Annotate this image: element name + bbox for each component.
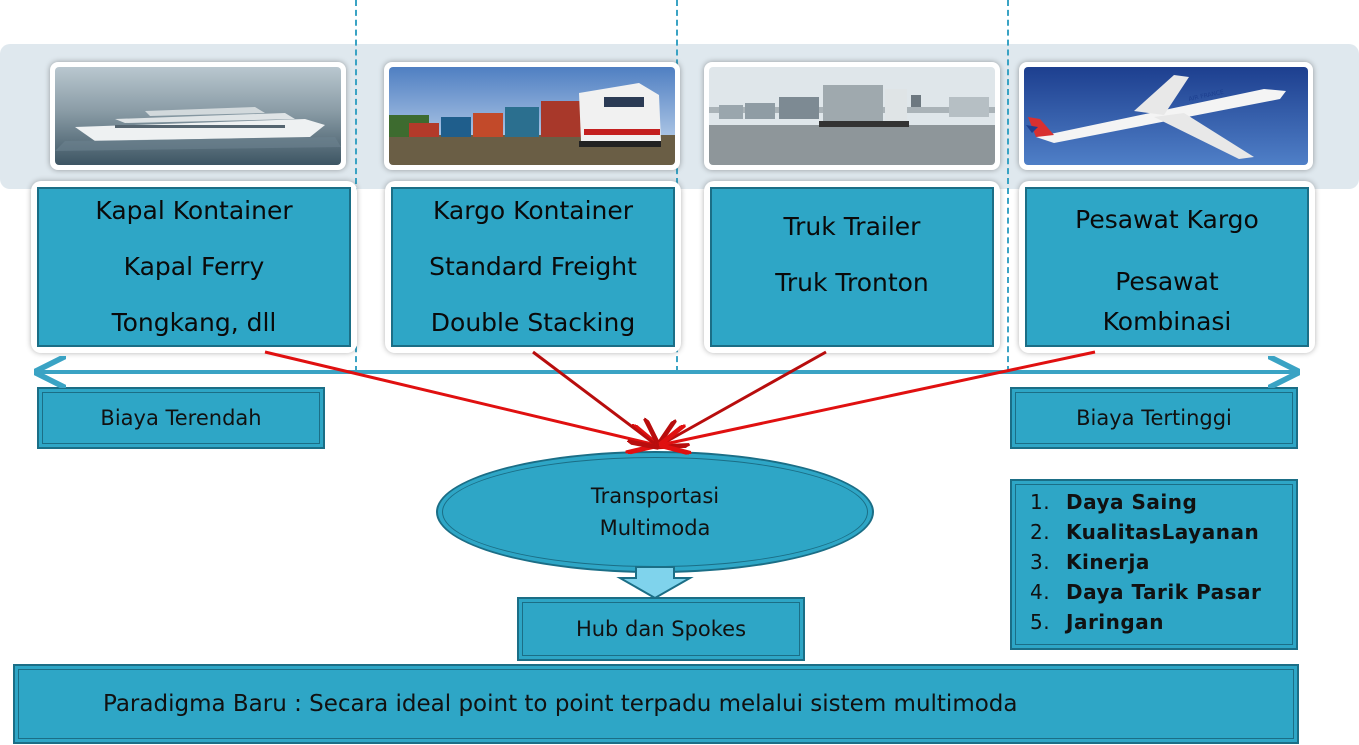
- plane-photo: AIR FRANCE: [1019, 62, 1313, 170]
- ship-photo: [50, 62, 346, 170]
- benefit-number: 5.: [1030, 610, 1051, 634]
- mode-sea-line-3: Tongkang, dll: [111, 308, 277, 337]
- mode-card-road-body: Truk Trailer Truk Tronton: [710, 187, 994, 347]
- hub-spokes-label: Hub dan Spokes: [575, 617, 747, 641]
- highest-cost-label: Biaya Tertinggi: [1076, 406, 1232, 430]
- benefit-text: Daya Saing: [1066, 490, 1198, 514]
- mode-air-line-1: Pesawat Kargo: [1075, 205, 1259, 234]
- benefit-number: 2.: [1030, 520, 1051, 544]
- mode-card-rail: Kargo Kontainer Standard Freight Double …: [385, 181, 681, 353]
- benefit-item: 1. Daya Saing: [1030, 487, 1296, 517]
- divider-3: [1007, 0, 1009, 372]
- rail-to-multimodal-arrow: [532, 350, 655, 444]
- mode-sea-line-1: Kapal Kontainer: [95, 196, 293, 225]
- mode-card-air: Pesawat Kargo Pesawat Kombinasi: [1019, 181, 1315, 353]
- truck-photo: [704, 62, 1000, 170]
- mode-rail-line-3: Double Stacking: [430, 308, 636, 337]
- mode-air-line-2: Pesawat: [1115, 267, 1219, 296]
- multimodal-line-2: Multimoda: [599, 516, 711, 540]
- train-photo: [384, 62, 680, 170]
- benefit-number: 3.: [1030, 550, 1051, 574]
- cargo-ship-photo: [55, 67, 341, 165]
- benefit-item: 4. Daya Tarik Pasar: [1030, 577, 1296, 607]
- benefits-list-box: 1. Daya Saing 2. KualitasLayanan 3. Kinerja…: [1010, 479, 1298, 650]
- mode-road-line-1: Truk Trailer: [783, 212, 921, 241]
- benefit-text: Kinerja: [1066, 550, 1150, 574]
- container-trucks-photo: [709, 67, 995, 165]
- mode-card-road: Truk Trailer Truk Tronton: [704, 181, 1000, 353]
- mode-card-sea: Kapal Kontainer Kapal Ferry Tongkang, dl…: [31, 181, 357, 353]
- mode-rail-line-2: Standard Freight: [429, 252, 637, 281]
- lowest-cost-box: Biaya Terendah: [37, 387, 325, 449]
- freight-train-photo: [389, 67, 675, 165]
- mode-card-rail-body: Kargo Kontainer Standard Freight Double …: [391, 187, 675, 347]
- sea-to-multimodal-arrow: [264, 350, 652, 444]
- multimodal-line-1: Transportasi: [590, 484, 720, 508]
- benefit-item: 2. KualitasLayanan: [1030, 517, 1296, 547]
- mode-air-line-3: Kombinasi: [1102, 307, 1232, 336]
- benefits-list: 1. Daya Saing 2. KualitasLayanan 3. Kinerja…: [1030, 487, 1296, 637]
- benefit-item: 5. Jaringan: [1030, 607, 1296, 637]
- benefit-text: Jaringan: [1066, 610, 1164, 634]
- mode-sea-line-2: Kapal Ferry: [123, 252, 265, 281]
- lowest-cost-label: Biaya Terendah: [100, 406, 262, 430]
- road-to-multimodal-arrow: [662, 350, 827, 444]
- paradigm-text: Paradigma Baru : Secara ideal point to p…: [103, 691, 1018, 717]
- mode-rail-line-1: Kargo Kontainer: [432, 196, 634, 225]
- mode-card-sea-body: Kapal Kontainer Kapal Ferry Tongkang, dl…: [37, 187, 351, 347]
- benefit-number: 4.: [1030, 580, 1051, 604]
- benefit-item: 3. Kinerja: [1030, 547, 1296, 577]
- highest-cost-box: Biaya Tertinggi: [1010, 387, 1298, 449]
- hub-spokes-box: Hub dan Spokes: [517, 597, 805, 661]
- down-arrow-to-hub: [616, 566, 694, 600]
- benefit-number: 1.: [1030, 490, 1051, 514]
- mode-card-air-body: Pesawat Kargo Pesawat Kombinasi: [1025, 187, 1309, 347]
- mode-road-line-2: Truk Tronton: [775, 268, 929, 297]
- air-to-multimodal-arrow: [665, 350, 1096, 444]
- benefit-text: Daya Tarik Pasar: [1066, 580, 1262, 604]
- air-france-plane-photo: AIR FRANCE: [1024, 67, 1308, 165]
- paradigm-banner: Paradigma Baru : Secara ideal point to p…: [13, 664, 1299, 744]
- benefit-text: KualitasLayanan: [1066, 520, 1260, 544]
